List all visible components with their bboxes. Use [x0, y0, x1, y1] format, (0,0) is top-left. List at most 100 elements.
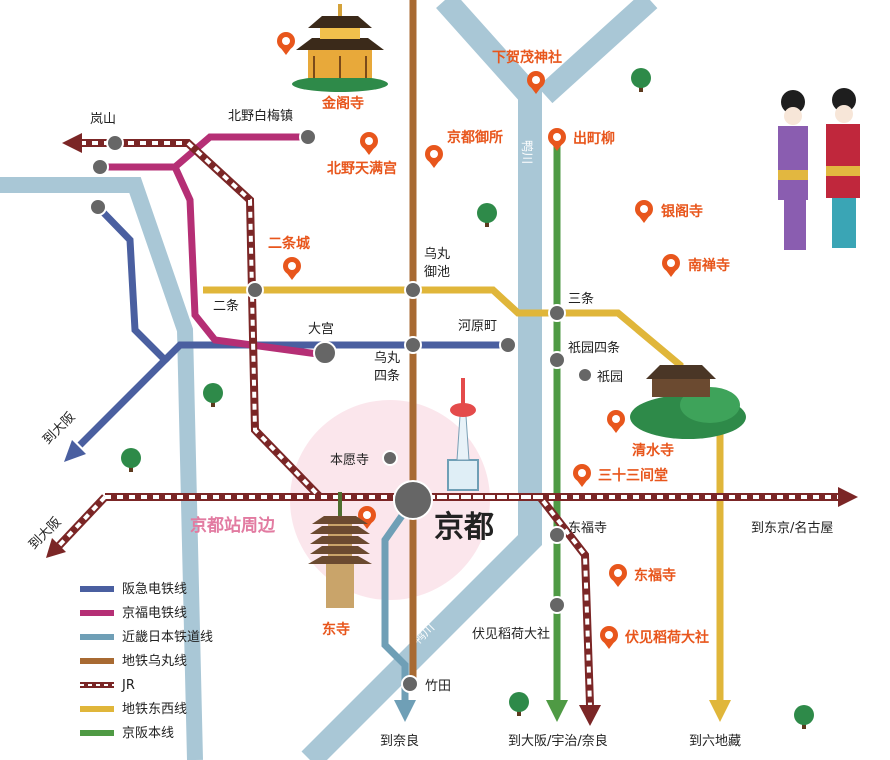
station-honganji-dot[interactable] [382, 450, 398, 466]
legend-label-keihan: 京阪本线 [122, 726, 174, 741]
station-oike-dot[interactable] [404, 281, 422, 299]
poi-label-kinkakuji[interactable]: 金阁寺 [321, 95, 364, 112]
station-label-gion-shijo: 祇园四条 [568, 340, 620, 356]
station-keifuku-end-dot[interactable] [91, 158, 109, 176]
poi-label-fushimi[interactable]: 伏见稻荷大社 [625, 629, 709, 646]
station-label-honganji: 本愿寺 [330, 453, 369, 468]
station-label-shijo-1: 乌丸 [374, 350, 400, 366]
poi-label-demachiyanagi[interactable]: 出町柳 [573, 130, 615, 147]
tree-icon [203, 383, 223, 407]
jr-lines [52, 139, 845, 706]
dest-label-rokujizo: 到六地藏 [689, 734, 741, 749]
kyoto-tower-icon [447, 378, 479, 491]
station-nijo-dot[interactable] [246, 281, 264, 299]
jr-south-arrow-icon [579, 705, 601, 726]
pin-tofukuji-icon [609, 564, 627, 587]
station-kawaramachi-dot[interactable] [499, 336, 517, 354]
poi-label-nanzenji[interactable]: 南禅寺 [688, 257, 730, 274]
poi-label-shimogamo[interactable]: 下贺茂神社 [492, 49, 562, 66]
station-takeda-dot[interactable] [401, 675, 419, 693]
legend-swatch-kintetsu [80, 634, 114, 640]
station-omiya-dot[interactable] [313, 341, 337, 365]
legend: 阪急电铁线 京福电铁线 近畿日本铁道线 地铁乌丸线 JR 地铁东西线 京阪本线 [80, 582, 213, 741]
poi-label-kitano-tenmangu[interactable]: 北野天满宫 [327, 160, 397, 177]
station-label-arashiyama: 岚山 [90, 112, 116, 127]
legend-swatch-tozai [80, 706, 114, 712]
kiyomizu-temple-icon [630, 365, 746, 439]
station-label-gion: 祇园 [597, 370, 623, 385]
pin-nanzenji-icon [662, 254, 680, 277]
pin-imperial-palace-icon [425, 145, 443, 168]
tree-icon [631, 68, 651, 92]
pin-kinkakuji-icon [277, 32, 295, 55]
poi-label-station-area[interactable]: 京都站周边 [190, 515, 276, 536]
station-fushimi-dot[interactable] [548, 596, 566, 614]
pin-nijo-castle-icon [283, 257, 301, 280]
legend-label-kintetsu: 近畿日本铁道线 [122, 630, 213, 645]
poi-label-toji[interactable]: 东寺 [322, 621, 350, 638]
station-sanjo-dot[interactable] [548, 304, 566, 322]
pin-demachiyanagi-icon [548, 128, 566, 151]
nara-arrow-icon [394, 700, 416, 722]
hankyu-line-main [162, 341, 508, 363]
river-label-upper: 鸭川 [520, 140, 534, 164]
poi-label-imperial-palace[interactable]: 京都御所 [447, 129, 503, 146]
station-kitano-dot[interactable] [299, 128, 317, 146]
keihan-arrow-icon [546, 700, 568, 722]
station-label-sanjo: 三条 [568, 291, 594, 307]
pin-kiyomizu-icon [607, 410, 625, 433]
station-shijo-dot[interactable] [404, 336, 422, 354]
hankyu-line [77, 204, 170, 448]
pin-sanjusangendo-icon [573, 464, 591, 487]
tree-icon [477, 203, 497, 227]
tree-icon [794, 705, 814, 729]
poi-label-nijo-castle[interactable]: 二条城 [268, 235, 310, 252]
legend-label-keifuku: 京福电铁线 [122, 606, 187, 621]
poi-label-kiyomizu[interactable]: 清水寺 [632, 442, 674, 459]
station-label-kawaramachi: 河原町 [458, 319, 497, 334]
kamo-river-branch [537, 0, 658, 104]
station-gion-shijo-dot[interactable] [548, 351, 566, 369]
poi-pins [277, 32, 680, 649]
toji-pagoda-icon [308, 492, 372, 608]
legend-label-jr: JR [121, 678, 135, 693]
legend-swatch-hankyu [80, 586, 114, 592]
station-hankyu-end-dot[interactable] [89, 198, 107, 216]
station-label-nijo: 二条 [213, 298, 239, 314]
pin-kitano-tenmangu-icon [360, 132, 378, 155]
poi-label-sanjusangendo[interactable]: 三十三间堂 [598, 467, 668, 484]
kinkakuji-icon [292, 4, 388, 92]
station-label-shijo-2: 四条 [374, 368, 400, 384]
station-gion-dot[interactable] [577, 367, 593, 383]
trees [121, 68, 814, 729]
station-label-kyoto: 京都 [434, 510, 494, 545]
dest-label-tokyo: 到东京/名古屋 [751, 520, 833, 536]
station-tofukuji-dot[interactable] [548, 526, 566, 544]
tokyo-arrow-icon [838, 487, 858, 507]
legend-label-hankyu: 阪急电铁线 [122, 582, 187, 597]
osaka-arrow-icon [64, 440, 86, 462]
legend-swatch-keifuku [80, 610, 114, 616]
tree-icon [509, 692, 529, 716]
tree-icon [121, 448, 141, 472]
legend-label-karasuma: 地铁乌丸线 [122, 653, 187, 669]
station-arashiyama-dot[interactable] [106, 134, 124, 152]
pin-fushimi-icon [600, 626, 618, 649]
poi-label-tofukuji[interactable]: 东福寺 [634, 567, 676, 584]
rokujizo-arrow-icon [709, 700, 731, 722]
station-label-omiya: 大宫 [308, 322, 334, 337]
osaka-jr-arrow-icon [46, 538, 66, 558]
legend-label-tozai: 地铁东西线 [122, 702, 187, 717]
geisha-illustration-icon [778, 88, 860, 250]
station-label-oike-1: 乌丸 [424, 246, 450, 262]
dest-label-osaka-uji-nara: 到大阪/宇治/奈良 [508, 733, 608, 749]
pin-shimogamo-icon [527, 71, 545, 94]
station-kyoto-dot[interactable] [393, 480, 433, 520]
kamo-river [301, 0, 542, 760]
poi-label-ginkakuji[interactable]: 银阁寺 [661, 203, 703, 220]
legend-swatch-karasuma [80, 658, 114, 664]
station-label-tofukuji: 东福寺 [568, 521, 607, 536]
station-label-takeda: 竹田 [425, 679, 451, 694]
rivers [0, 0, 658, 760]
